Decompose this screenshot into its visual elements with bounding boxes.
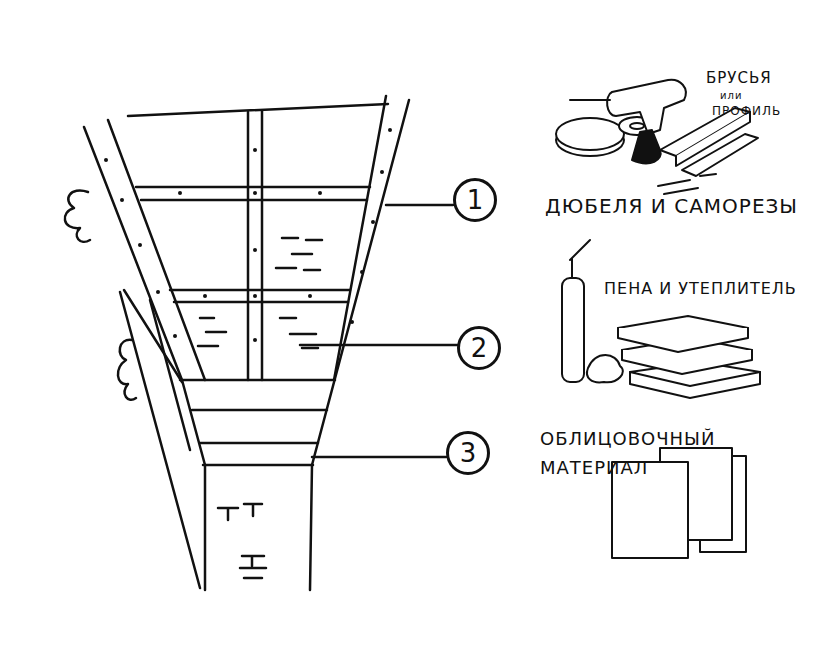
brick-mark [240,556,266,578]
screw-dot [156,290,160,294]
screw-dot [388,128,392,132]
screw-dot [318,191,322,195]
screw-dot [120,198,124,202]
foam-can [562,278,584,382]
caption-text: или [720,88,742,104]
callout-number: 1 [467,187,484,213]
crossbar [170,289,350,292]
crossbar [136,186,370,189]
center-stud [261,111,264,380]
screw-dot [350,320,354,324]
leader-line [386,204,453,207]
leader-line [300,344,457,347]
center-stud [247,112,250,380]
caption-text: ОБЛИЦОВОЧНЫЙ МАТЕРИАЛ [540,424,720,482]
screw-dot [178,191,182,195]
screw-dot [104,158,108,162]
screw-dot [371,220,375,224]
cladding-board [192,409,327,412]
caption-text: ДЮБЕЛЯ И САМОРЕЗЫ [545,190,798,222]
cladding-board [200,442,318,445]
insulation-board [630,372,760,398]
screw-dot [138,243,142,247]
screw-dot [360,270,364,274]
tape-roll [630,123,644,129]
cloud [118,340,136,400]
drill-body [607,80,686,134]
insulation-mark [276,238,322,270]
top-rail [128,104,388,116]
side-wall [120,292,200,588]
insulation-mark [198,318,226,346]
foam-nozzle [570,240,590,278]
screw-dot [380,170,384,174]
insulation-board [622,350,752,374]
screws [658,174,716,194]
insulation-board [618,328,748,352]
cloud [65,191,90,242]
caption-text: БРУСЬЯ [706,66,772,90]
drill-bit [570,99,610,101]
callout-circle: 3 [446,431,490,475]
foam-blob [587,355,623,382]
callout-number: 2 [471,335,488,361]
side-wall [124,290,182,382]
callout-circle: 2 [457,326,501,370]
drill-handle [632,130,661,163]
screw-dot [253,191,257,195]
wall-column [204,465,207,590]
screw-dot [203,294,207,298]
insulation-mark [280,318,318,348]
wall-frame [65,96,457,590]
screw-dot [173,334,177,338]
screw-dot [253,148,257,152]
caption-text: ПРОФИЛЬ [712,102,781,121]
cladding-board [203,464,313,467]
crossbar [174,301,348,304]
callout-number: 3 [460,440,477,466]
brick-mark [218,504,262,520]
caption-text: ПЕНА И УТЕПЛИТЕЛЬ [604,276,797,302]
right-stud-edge [334,96,386,380]
screw-dot [253,294,257,298]
cladding-edge [180,379,335,382]
leader-line [312,456,446,459]
screw-dot [253,248,257,252]
callout-circle: 1 [453,178,497,222]
screw-dots [104,128,392,342]
crossbar [141,199,367,202]
screw-dot [308,294,312,298]
cladding-edge [182,380,205,465]
tape-measure [556,118,624,150]
wood-bar [682,134,758,176]
screw-dot [253,338,257,342]
wall-column [310,465,312,590]
tools [556,80,760,558]
side-wall [150,300,190,450]
